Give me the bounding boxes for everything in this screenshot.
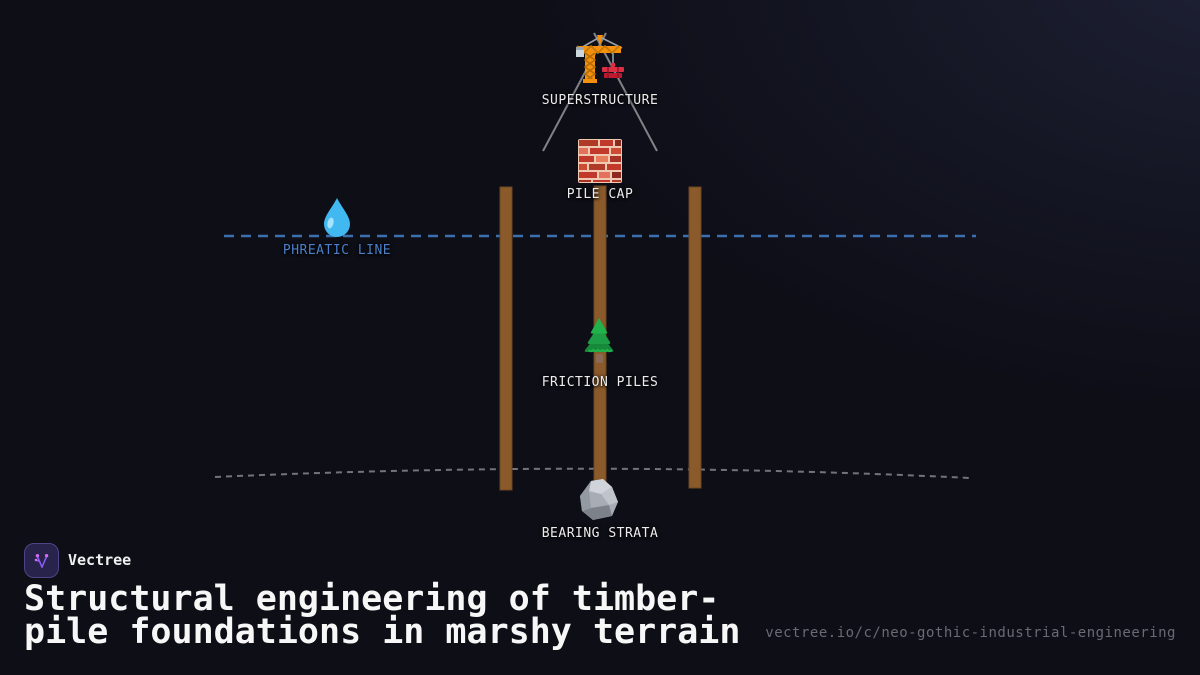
page-title: Structural engineering of timber-pile fo… xyxy=(24,579,741,652)
pile-left xyxy=(499,186,513,491)
vectree-logo xyxy=(24,543,59,578)
brick-icon xyxy=(578,139,622,183)
label-superstructure: SUPERSTRUCTURE xyxy=(541,93,659,108)
rock-icon xyxy=(579,478,620,522)
brand-name: Vectree xyxy=(68,551,132,569)
label-bearing-strata: BEARING STRATA xyxy=(541,526,659,541)
page-url: vectree.io/c/neo-gothic-industrial-engin… xyxy=(765,625,1176,641)
vectree-branch-icon xyxy=(34,553,48,568)
label-pile-cap: PILE CAP xyxy=(566,187,634,202)
label-friction-piles: FRICTION PILES xyxy=(541,375,659,390)
label-phreatic-line: PHREATIC LINE xyxy=(282,243,392,258)
pile-right xyxy=(688,186,702,489)
droplet-icon xyxy=(322,197,352,238)
tree-icon xyxy=(576,317,622,364)
crane-icon xyxy=(572,32,628,84)
bearing-strata-dashed-line xyxy=(214,467,971,479)
